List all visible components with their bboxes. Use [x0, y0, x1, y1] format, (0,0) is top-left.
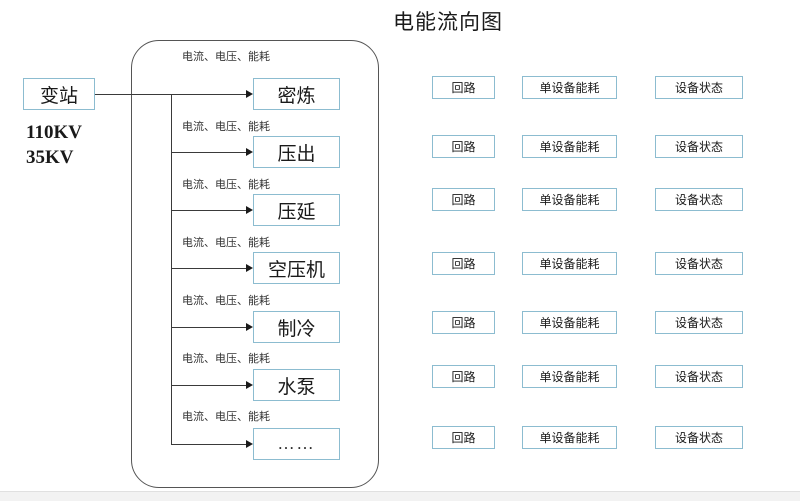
metric-box-device-energy: 单设备能耗: [522, 135, 617, 158]
metric-label: 设备状态: [674, 140, 723, 154]
process-node-label: 压出: [277, 143, 316, 165]
metric-box-circuit: 回路: [432, 135, 495, 158]
process-node-more: ……: [253, 428, 340, 460]
metric-box-device-energy: 单设备能耗: [522, 188, 617, 211]
metric-box-circuit: 回路: [432, 76, 495, 99]
process-node-label: 制冷: [277, 318, 316, 340]
arrow-head-icon: [246, 264, 253, 272]
metric-box-device-status: 设备状态: [655, 188, 743, 211]
metric-box-device-energy: 单设备能耗: [522, 426, 617, 449]
metric-label: 单设备能耗: [539, 370, 600, 384]
flow-edge-label: 电流、电压、能耗: [182, 237, 270, 249]
page-title: 电能流向图: [393, 10, 503, 34]
process-node-label: 压延: [277, 201, 316, 223]
metric-label: 单设备能耗: [539, 81, 600, 95]
flow-edge-label: 电流、电压、能耗: [182, 51, 270, 63]
metric-box-circuit: 回路: [432, 188, 495, 211]
process-node-refrigeration: 制冷: [253, 311, 340, 343]
arrow-head-icon: [246, 148, 253, 156]
arrow-head-icon: [246, 323, 253, 331]
metric-label: 单设备能耗: [539, 140, 600, 154]
metric-box-circuit: 回路: [432, 311, 495, 334]
process-node-label: 密炼: [277, 85, 316, 107]
metric-label: 回路: [451, 257, 476, 271]
process-node-label: ……: [277, 434, 316, 453]
metric-box-circuit: 回路: [432, 426, 495, 449]
branch-connector-line: [171, 210, 246, 211]
metric-box-circuit: 回路: [432, 252, 495, 275]
metric-label: 单设备能耗: [539, 193, 600, 207]
process-node-label: 空压机: [267, 259, 325, 281]
process-node-calendering: 压延: [253, 194, 340, 226]
metric-box-device-status: 设备状态: [655, 135, 743, 158]
metric-label: 回路: [451, 431, 476, 445]
flow-edge-label: 电流、电压、能耗: [182, 353, 270, 365]
trunk-connector-line: [95, 94, 172, 95]
metric-label: 设备状态: [674, 370, 723, 384]
voltage-primary: 110KV: [26, 122, 82, 143]
process-node-label: 水泵: [277, 376, 316, 398]
substation-label: 变站: [39, 85, 78, 107]
metric-box-device-status: 设备状态: [655, 365, 743, 388]
flow-edge-label: 电流、电压、能耗: [182, 411, 270, 423]
metric-label: 设备状态: [674, 316, 723, 330]
branch-connector-line: [171, 385, 246, 386]
arrow-head-icon: [246, 381, 253, 389]
process-group-container: [131, 40, 379, 488]
vertical-bus-line: [171, 94, 172, 445]
metric-box-device-status: 设备状态: [655, 311, 743, 334]
process-node-extrusion: 压出: [253, 136, 340, 168]
metric-box-device-energy: 单设备能耗: [522, 252, 617, 275]
metric-box-device-energy: 单设备能耗: [522, 76, 617, 99]
arrow-head-icon: [246, 90, 253, 98]
branch-connector-line: [171, 268, 246, 269]
metric-box-circuit: 回路: [432, 365, 495, 388]
process-node-mixing: 密炼: [253, 78, 340, 110]
metric-label: 设备状态: [674, 81, 723, 95]
metric-label: 回路: [451, 193, 476, 207]
flow-edge-label: 电流、电压、能耗: [182, 179, 270, 191]
substation-node: 变站: [23, 78, 95, 110]
metric-box-device-energy: 单设备能耗: [522, 365, 617, 388]
branch-connector-line: [171, 152, 246, 153]
metric-label: 回路: [451, 316, 476, 330]
metric-box-device-status: 设备状态: [655, 76, 743, 99]
process-node-water-pump: 水泵: [253, 369, 340, 401]
arrow-head-icon: [246, 206, 253, 214]
metric-box-device-status: 设备状态: [655, 426, 743, 449]
metric-label: 回路: [451, 140, 476, 154]
branch-connector-line: [171, 327, 246, 328]
metric-label: 设备状态: [674, 193, 723, 207]
flow-edge-label: 电流、电压、能耗: [182, 121, 270, 133]
process-node-air-compressor: 空压机: [253, 252, 340, 284]
metric-box-device-status: 设备状态: [655, 252, 743, 275]
voltage-secondary: 35KV: [26, 147, 74, 168]
metric-label: 单设备能耗: [539, 257, 600, 271]
metric-label: 设备状态: [674, 431, 723, 445]
arrow-head-icon: [246, 440, 253, 448]
flow-edge-label: 电流、电压、能耗: [182, 295, 270, 307]
metric-label: 单设备能耗: [539, 431, 600, 445]
bottom-strip: [0, 491, 800, 501]
metric-label: 回路: [451, 370, 476, 384]
metric-box-device-energy: 单设备能耗: [522, 311, 617, 334]
metric-label: 设备状态: [674, 257, 723, 271]
voltage-labels: 110KV 35KV: [26, 120, 82, 170]
branch-connector-line: [171, 444, 246, 445]
branch-connector-line: [171, 94, 246, 95]
metric-label: 回路: [451, 81, 476, 95]
metric-label: 单设备能耗: [539, 316, 600, 330]
